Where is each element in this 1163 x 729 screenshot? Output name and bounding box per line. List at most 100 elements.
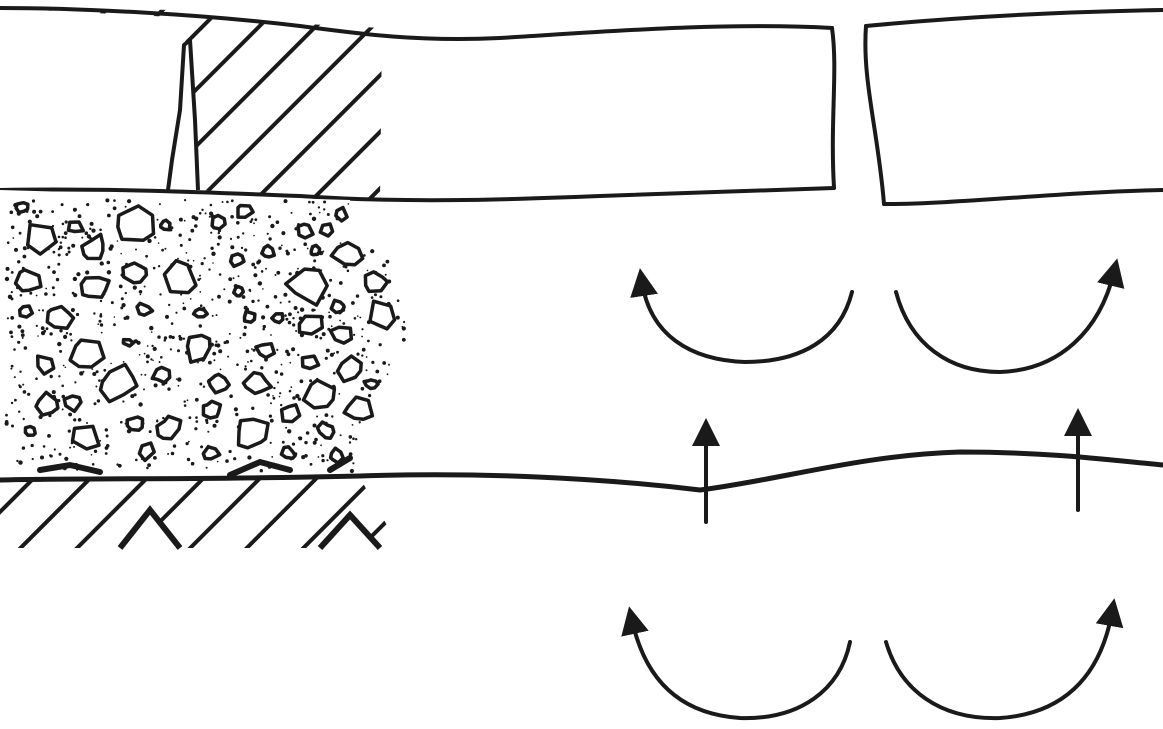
breccia-grain [99, 315, 102, 318]
breccia-grain [352, 462, 354, 464]
breccia-grain [323, 201, 326, 204]
breccia-grain [76, 313, 79, 316]
breccia-grain [135, 249, 137, 251]
breccia-grain [368, 394, 371, 397]
breccia-clast [336, 208, 347, 222]
breccia-clast [123, 263, 146, 283]
breccia-grain [289, 272, 292, 275]
breccia-grain [277, 382, 279, 384]
breccia-grain [52, 270, 56, 274]
breccia-clast [272, 314, 283, 323]
breccia-grain [69, 447, 71, 449]
breccia-grain [66, 332, 68, 334]
breccia-grain [64, 236, 67, 239]
breccia-grain [145, 255, 148, 258]
breccia-grain [125, 316, 129, 320]
breccia-grain [280, 404, 282, 406]
breccia-grain [14, 399, 17, 402]
breccia-grain [107, 261, 111, 265]
breccia-grain [329, 279, 332, 282]
breccia-grain [19, 371, 21, 373]
breccia-grain [178, 385, 180, 387]
breccia-grain [177, 377, 181, 381]
breccia-grain [20, 294, 23, 297]
breccia-grain [18, 460, 22, 464]
breccia-clast [311, 245, 319, 254]
breccia-grain [151, 345, 153, 347]
breccia-grain [253, 273, 257, 277]
breccia-grain [73, 293, 77, 297]
breccia-grain [206, 467, 208, 469]
breccia-grain [183, 338, 185, 340]
breccia-grain [288, 312, 292, 316]
breccia-grain [361, 336, 363, 338]
breccia-grain [86, 422, 88, 424]
breccia-grain [276, 220, 280, 224]
breccia-grain [157, 219, 159, 221]
breccia-grain [269, 415, 272, 418]
breccia-grain [273, 387, 275, 389]
breccia-grain [270, 334, 272, 336]
breccia-grain [85, 270, 89, 274]
breccia-grain [288, 321, 292, 325]
breccia-grain [171, 452, 175, 456]
breccia-grain [32, 199, 35, 202]
breccia-grain [92, 372, 96, 376]
breccia-grain [280, 372, 283, 375]
breccia-grain [194, 224, 198, 228]
breccia-clast [81, 278, 109, 298]
breccia-grain [95, 386, 97, 388]
breccia-grain [58, 375, 60, 377]
breccia-grain [21, 329, 25, 333]
breccia-grain [38, 309, 40, 311]
breccia-grain [313, 424, 317, 428]
breccia-grain [217, 461, 219, 463]
breccia-grain [284, 314, 287, 317]
breccia-grain [357, 315, 359, 317]
breccia-grain [352, 437, 355, 440]
breccia-grain [325, 413, 329, 417]
breccia-grain [312, 217, 316, 221]
breccia-grain [271, 456, 273, 458]
breccia-grain [44, 292, 48, 296]
breccia-grain [199, 212, 202, 215]
curved-arrow-left-icon [642, 282, 852, 362]
breccia-grain [227, 356, 229, 358]
breccia-grain [297, 354, 299, 356]
breccia-grain [250, 360, 253, 363]
breccia-grain [318, 456, 320, 458]
breccia-grain [322, 332, 326, 336]
breccia-grain [52, 286, 55, 289]
breccia-grain [231, 199, 234, 202]
breccia-grain [212, 262, 214, 264]
breccia-grain [93, 312, 95, 314]
breccia-grain [309, 213, 312, 216]
breccia-grain [94, 402, 97, 405]
breccia-grain [177, 349, 180, 352]
breccia-grain [144, 353, 146, 355]
breccia-grain [234, 407, 238, 411]
breccia-grain [388, 364, 390, 366]
breccia-clast [282, 405, 300, 422]
breccia-grain [46, 327, 49, 330]
breccia-grain [184, 220, 186, 222]
uplift-arrows [706, 422, 1078, 522]
breccia-grain [121, 297, 124, 300]
breccia-grain [350, 469, 354, 473]
breccia-grain [11, 291, 13, 293]
breccia-grain [339, 281, 343, 285]
breccia-grain [320, 444, 322, 446]
breccia-clast [238, 206, 253, 218]
breccia-grain [53, 251, 56, 254]
breccia-grain [347, 270, 350, 273]
breccia-grain [146, 467, 149, 470]
breccia-grain [161, 249, 164, 252]
breccia-grain [57, 263, 60, 266]
breccia-grain [251, 407, 254, 410]
breccia-grain [349, 441, 351, 443]
breccia-grain [158, 265, 160, 267]
breccia-grain [356, 294, 359, 297]
breccia-grain [306, 431, 310, 435]
breccia-grain [276, 271, 280, 275]
breccia-grain [366, 356, 368, 358]
